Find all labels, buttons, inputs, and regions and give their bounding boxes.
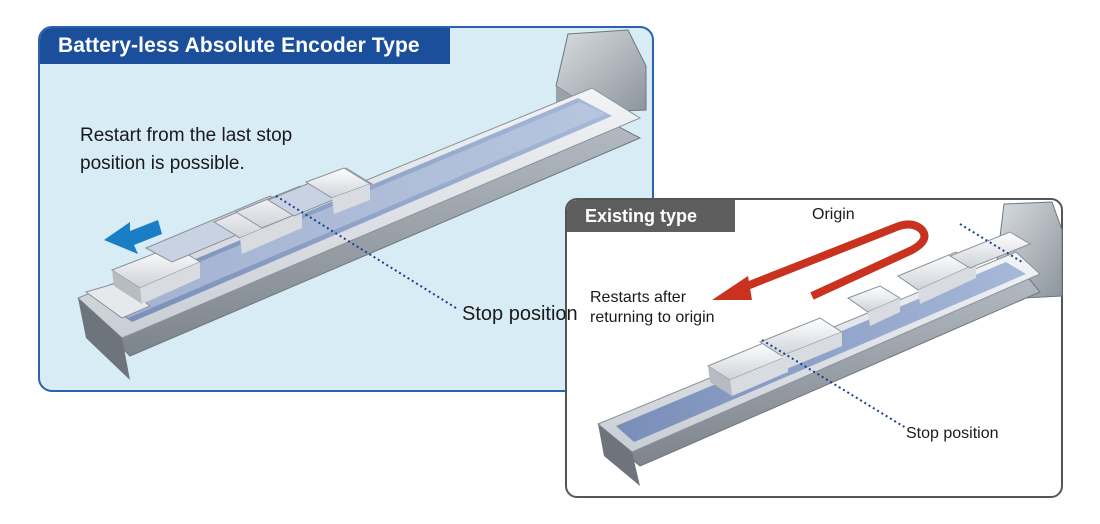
right-actuator [597, 201, 1063, 486]
existing-type-title: Existing type [567, 200, 735, 232]
origin-label: Origin [812, 206, 855, 223]
return-to-origin-arrow [740, 220, 929, 300]
restart-note: Restart from the last stop position is p… [80, 125, 293, 174]
left-stop-position-label: Stop position [462, 303, 578, 325]
left-slider-front [110, 195, 304, 304]
origin-leader-line [959, 223, 1023, 263]
battery-less-title: Battery-less Absolute Encoder Type [40, 28, 450, 64]
left-actuator [77, 29, 647, 380]
right-stop-position-label: Stop position [906, 425, 999, 442]
move-left-arrow [104, 220, 162, 254]
left-stop-leader-line [275, 195, 457, 309]
right-stop-leader-line [761, 339, 907, 429]
left-slider-rear [234, 167, 374, 229]
restart-after-origin-label: Restarts after returning to origin [590, 289, 715, 326]
